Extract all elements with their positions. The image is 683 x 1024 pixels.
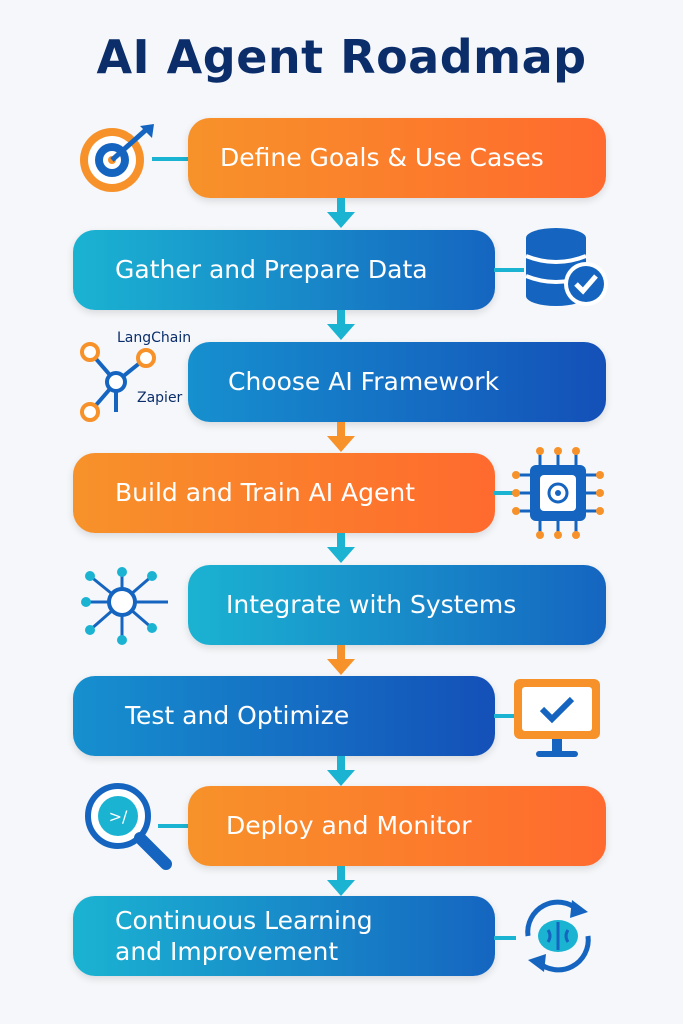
database-check-icon <box>525 228 608 306</box>
arrow-down-icon <box>327 310 355 340</box>
page-title: AI Agent Roadmap <box>96 30 587 84</box>
step-build-train: Build and Train AI Agent <box>73 453 495 533</box>
connector-line <box>158 824 190 828</box>
connector-line <box>152 157 190 161</box>
zapier-label: Zapier <box>137 390 183 406</box>
step-continuous-learning: Continuous Learning and Improvement <box>73 896 495 976</box>
arrow-down-icon <box>327 198 355 228</box>
monitor-check-icon <box>514 679 600 757</box>
step-label: Integrate with Systems <box>226 590 517 620</box>
step-label: Continuous Learning and Improvement <box>115 905 373 966</box>
step-test-optimize: Test and Optimize <box>73 676 495 756</box>
arrow-down-icon <box>327 533 355 563</box>
step-label: Define Goals & Use Cases <box>220 143 544 173</box>
connector-line <box>494 714 516 718</box>
langchain-label: LangChain <box>117 330 192 346</box>
step-deploy-monitor: Deploy and Monitor <box>188 786 606 866</box>
chip-icon <box>512 447 604 539</box>
svg-text:>/: >/ <box>109 807 128 826</box>
step-label: Deploy and Monitor <box>226 811 472 841</box>
magnifier-icon: >/ <box>85 783 172 870</box>
step-integrate: Integrate with Systems <box>188 565 606 645</box>
brain-cycle-icon <box>525 899 591 973</box>
step-label: Test and Optimize <box>125 701 350 731</box>
step-gather-data: Gather and Prepare Data <box>73 230 495 310</box>
step-label: Build and Train AI Agent <box>115 478 416 508</box>
connector-line <box>494 491 516 495</box>
step-define-goals: Define Goals & Use Cases <box>188 118 606 198</box>
connector-line <box>494 268 524 272</box>
arrow-down-icon <box>327 422 355 452</box>
network-hub-icon <box>81 567 168 645</box>
arrow-down-icon <box>327 756 355 786</box>
arrow-down-icon <box>327 866 355 896</box>
step-choose-framework: Choose AI Framework <box>188 342 606 422</box>
target-icon <box>80 124 154 192</box>
step-label: Choose AI Framework <box>228 367 500 397</box>
step-label: Gather and Prepare Data <box>115 255 428 285</box>
framework-nodes-icon <box>80 342 156 422</box>
arrow-down-icon <box>327 645 355 675</box>
connector-line <box>494 936 516 940</box>
